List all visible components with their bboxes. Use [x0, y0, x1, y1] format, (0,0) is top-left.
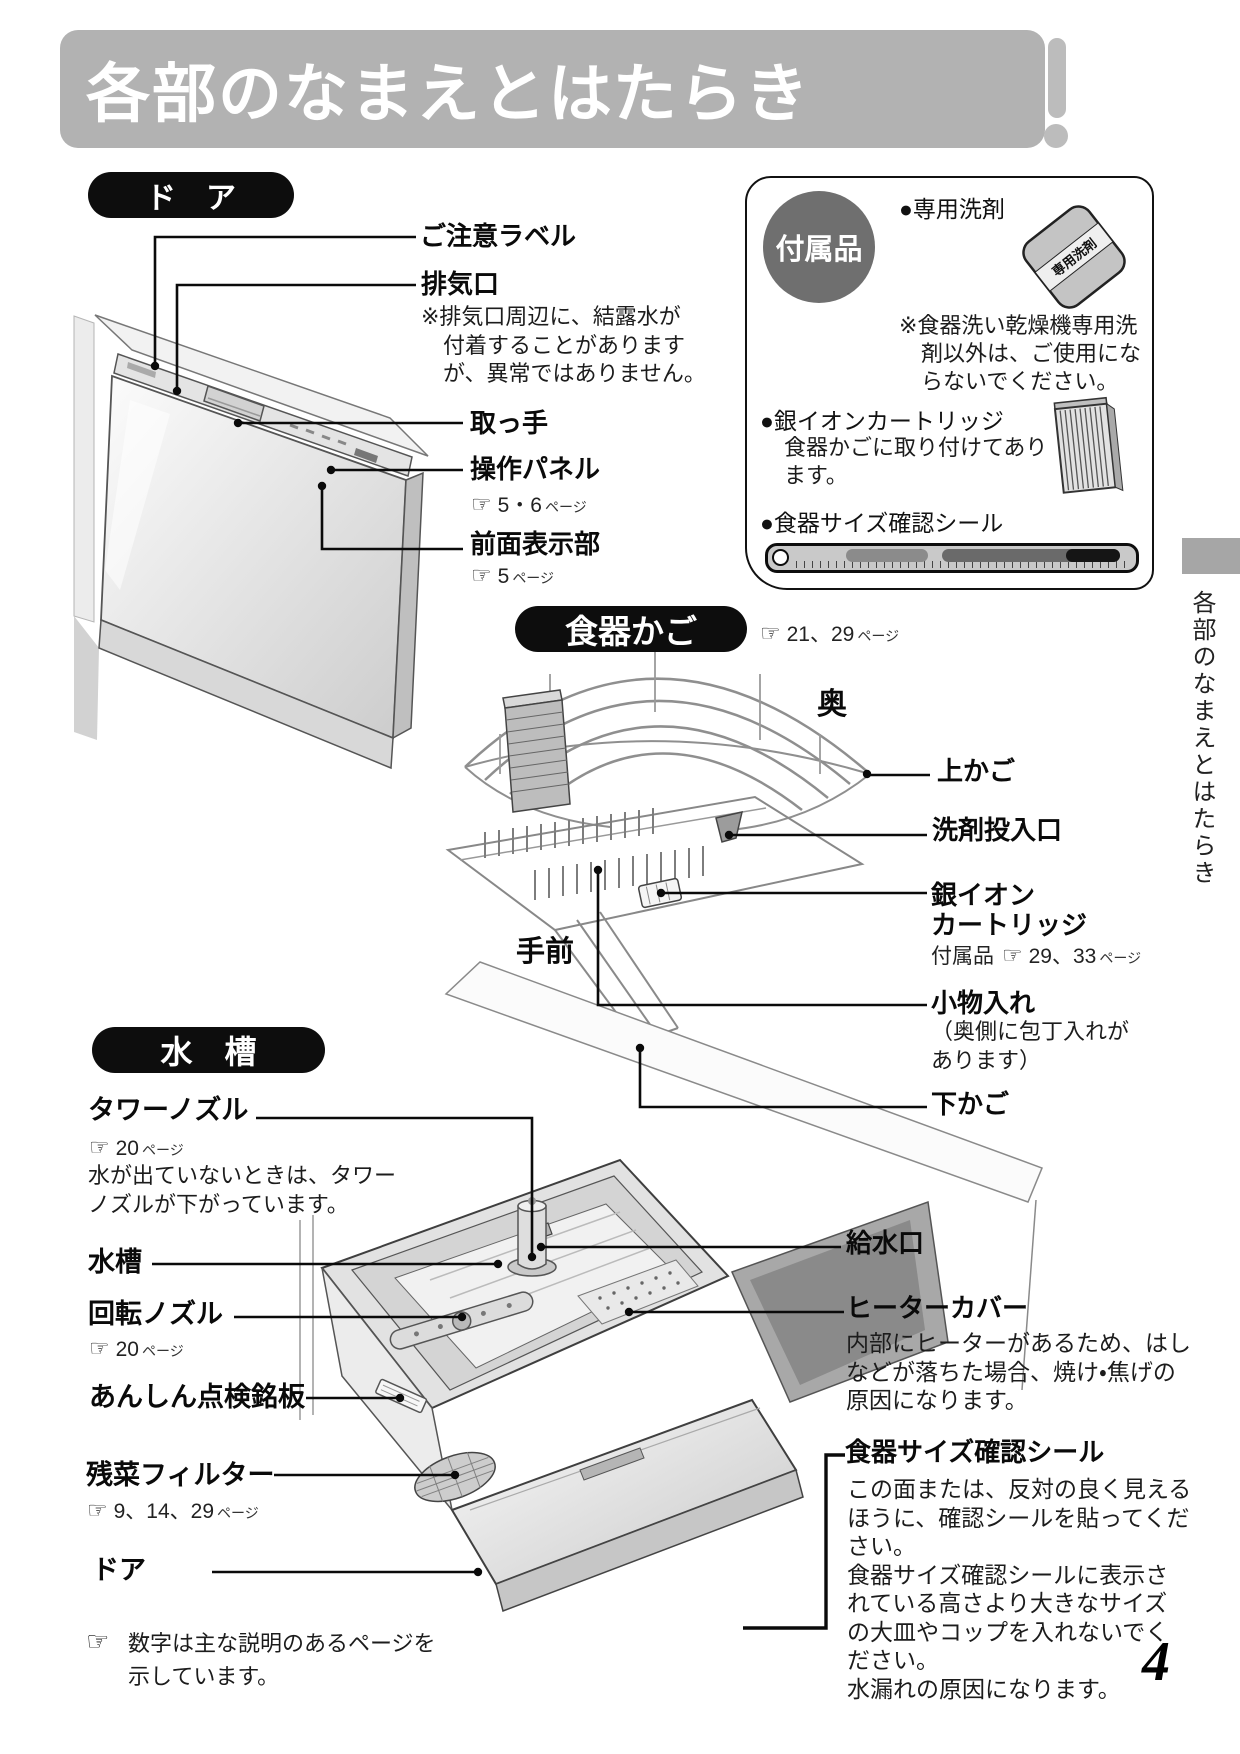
ref-pages: 5・6 — [497, 494, 542, 517]
label-lower-basket: 下かご — [931, 1089, 1010, 1119]
note-small-items: （奥側に包丁入れが あります） — [931, 1019, 1130, 1073]
seal-ruler-ticks — [796, 561, 1130, 568]
ref-prefix: 付属品 — [931, 945, 994, 968]
header-deco-dot — [1044, 124, 1068, 148]
ref-unit: ページ — [141, 1142, 184, 1158]
label-water-inlet: 給水口 — [846, 1228, 925, 1258]
label-door: ドア — [92, 1555, 146, 1585]
pointer-hand-icon: ☞ — [760, 620, 781, 646]
direction-front: 手前 — [516, 936, 575, 968]
ref-pages: 5 — [497, 565, 510, 588]
note-silver-cartridge: 食器かごに取り付けてあり ます。 — [784, 435, 1048, 489]
note-tower-nozzle: 水が出ていないときは、タワー ノズルが下がっています。 — [88, 1163, 397, 1217]
page-header: 各部のなまえとはたらき — [60, 30, 1045, 148]
pointer-hand-icon: ☞ — [1002, 942, 1023, 968]
pointer-hand-icon: ☞ — [86, 1626, 110, 1656]
seal-segment — [846, 549, 928, 562]
side-index-tab — [1182, 538, 1240, 574]
control-panel-page-ref: ☞ 5・6 ページ — [471, 489, 587, 519]
footer-note: 数字は主な説明のあるページを 示しています。 — [128, 1631, 436, 1689]
label-small-items: 小物入れ — [931, 988, 1036, 1018]
label-inspection-plate: あんしん点検銘板 — [89, 1382, 305, 1412]
ref-unit: ページ — [544, 499, 587, 515]
direction-back: 奥 — [817, 688, 847, 721]
label-handle: 取っ手 — [470, 408, 549, 438]
seal-hole — [772, 549, 789, 566]
filter-page-ref: ☞ 9、14、29 ページ — [87, 1495, 259, 1525]
header-deco-bar — [1048, 38, 1066, 118]
ref-unit: ページ — [1099, 950, 1142, 966]
label-exhaust-port: 排気口 — [421, 269, 500, 299]
size-seal-strip-illustration — [765, 543, 1139, 573]
note-exhaust: ※排気口周辺に、結露水が 付着することがあります が、異常ではありません。 — [421, 304, 706, 387]
section-heading-door: ド ア — [88, 172, 294, 218]
section-heading-tank: 水 槽 — [92, 1027, 325, 1073]
accessory-size-seal: ●食器サイズ確認シール — [760, 510, 1004, 536]
pointer-hand-icon: ☞ — [89, 1134, 110, 1160]
pointer-hand-icon: ☞ — [471, 562, 492, 588]
silver-cartridge-illustration — [1053, 396, 1124, 494]
label-heater-cover: ヒーターカバー — [846, 1293, 1029, 1323]
section-heading-basket: 食器かご — [515, 606, 747, 652]
ref-pages: 20 — [115, 1338, 139, 1361]
accessories-badge: 付属品 — [763, 191, 875, 303]
door-illustration — [73, 314, 429, 770]
silver-cartridge-page-ref: 付属品 ☞ 29、33 ページ — [931, 940, 1141, 970]
ref-unit: ページ — [217, 1505, 259, 1521]
page-title: 各部のなまえとはたらき — [86, 58, 811, 130]
front-display-page-ref: ☞ 5 ページ — [471, 562, 554, 589]
accessories-box: 付属品 ●専用洗剤 専用洗剤 ※食器洗い乾燥機専用洗 剤以外は、ご使用にな らな… — [745, 176, 1154, 590]
note-size-seal: この面または、反対の良く見える ほうに、確認シールを貼ってくだ さい。 食器サイ… — [847, 1476, 1192, 1702]
label-detergent-inlet: 洗剤投入口 — [932, 815, 1063, 845]
ref-pages: 21、29 — [786, 623, 855, 646]
note-detergent: ※食器洗い乾燥機専用洗 剤以外は、ご使用にな らないでください。 — [899, 313, 1142, 395]
ref-unit: ページ — [141, 1343, 184, 1359]
label-size-seal: 食器サイズ確認シール — [845, 1437, 1105, 1467]
seal-segment-dark — [1066, 549, 1120, 562]
label-front-display: 前面表示部 — [470, 529, 601, 559]
accessory-silver-cartridge: ●銀イオンカートリッジ — [760, 408, 1004, 434]
rotating-nozzle-page-ref: ☞ 20 ページ — [89, 1335, 184, 1362]
label-caution-sticker: ご注意ラベル — [420, 221, 577, 251]
ref-unit: ページ — [857, 628, 900, 644]
ref-pages: 20 — [115, 1137, 139, 1160]
detergent-packet-illustration: 専用洗剤 — [1022, 205, 1126, 309]
label-filter: 残菜フィルター — [86, 1460, 275, 1490]
accessory-detergent: ●専用洗剤 — [899, 196, 1005, 222]
tower-nozzle-page-ref: ☞ 20 ページ — [89, 1134, 184, 1161]
ref-pages: 9、14、29 — [113, 1500, 215, 1523]
side-vertical-title: 各部のなまえとはたらき — [1188, 590, 1215, 887]
pointer-hand-icon: ☞ — [87, 1497, 108, 1523]
label-tower-nozzle: タワーノズル — [88, 1095, 249, 1125]
label-tank: 水槽 — [88, 1247, 142, 1277]
note-heater-cover: 内部にヒーターがあるため、はし などが落ちた場合、焼け・焦げの 原因になります。 — [846, 1330, 1191, 1414]
page-number: 4 — [1142, 1631, 1170, 1693]
label-upper-basket: 上かご — [937, 756, 1016, 786]
label-silver-cartridge: 銀イオン カートリッジ — [931, 880, 1088, 940]
ref-pages: 29、33 — [1028, 945, 1097, 968]
basket-page-ref: ☞ 21、29 ページ — [760, 618, 899, 648]
pointer-hand-icon: ☞ — [89, 1335, 110, 1361]
pointer-hand-icon: ☞ — [471, 491, 492, 517]
label-rotating-nozzle: 回転ノズル — [88, 1299, 223, 1329]
label-control-panel: 操作パネル — [470, 454, 601, 484]
ref-unit: ページ — [512, 570, 555, 586]
